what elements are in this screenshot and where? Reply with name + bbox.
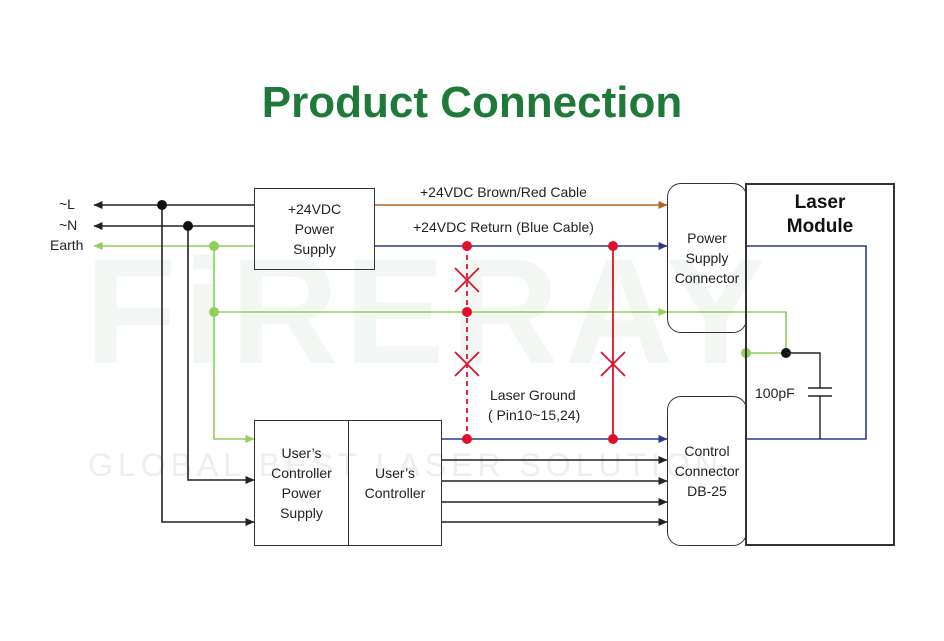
page-title: Product Connection: [261, 78, 683, 127]
power-supply-connector-box: Power Supply Connector: [667, 183, 747, 333]
brown-red-cable-label: +24VDC Brown/Red Cable: [420, 184, 587, 200]
blue-return-cable-label: +24VDC Return (Blue Cable): [413, 219, 594, 235]
neutral-label: ~N: [59, 217, 78, 233]
watermark-brand: FiRERAY: [85, 227, 772, 395]
no-connection-mark-1: [454, 267, 480, 293]
junction-dot: [462, 307, 472, 317]
junction-dot: [183, 221, 193, 231]
earth-to-module: [667, 311, 787, 354]
laser-ground-pins-label: ( Pin10~15,24): [488, 407, 581, 423]
capacitor-symbol: [786, 352, 832, 439]
earth-branch-controller: [213, 246, 255, 443]
junction-dot: [157, 200, 167, 210]
live-branch: [161, 205, 255, 526]
blue-module-loop: [745, 245, 867, 440]
laser-module-box: Laser Module: [745, 183, 895, 546]
power-supply-box: +24VDC Power Supply: [254, 188, 375, 270]
junction-dot: [608, 434, 618, 444]
control-connector-box: Control Connector DB-25: [667, 396, 747, 546]
junction-dot: [608, 241, 618, 251]
neutral-branch: [187, 226, 255, 484]
user-controller-power-supply-box: User’s Controller Power Supply: [254, 420, 349, 546]
junction-dot: [462, 241, 472, 251]
live-label: ~L: [59, 196, 75, 212]
junction-dot: [462, 434, 472, 444]
earth-label: Earth: [50, 237, 84, 253]
laser-ground-label: Laser Ground: [490, 387, 576, 403]
junction-dot: [209, 307, 219, 317]
no-connection-mark-2: [454, 351, 480, 377]
capacitor-label: 100pF: [755, 385, 795, 401]
watermark-tagline: GLOBAL BEST LASER SOLUTION: [88, 447, 724, 483]
user-controller-box: User’s Controller: [348, 420, 442, 546]
no-connection-mark-3: [600, 351, 626, 377]
junction-dot: [209, 241, 219, 251]
